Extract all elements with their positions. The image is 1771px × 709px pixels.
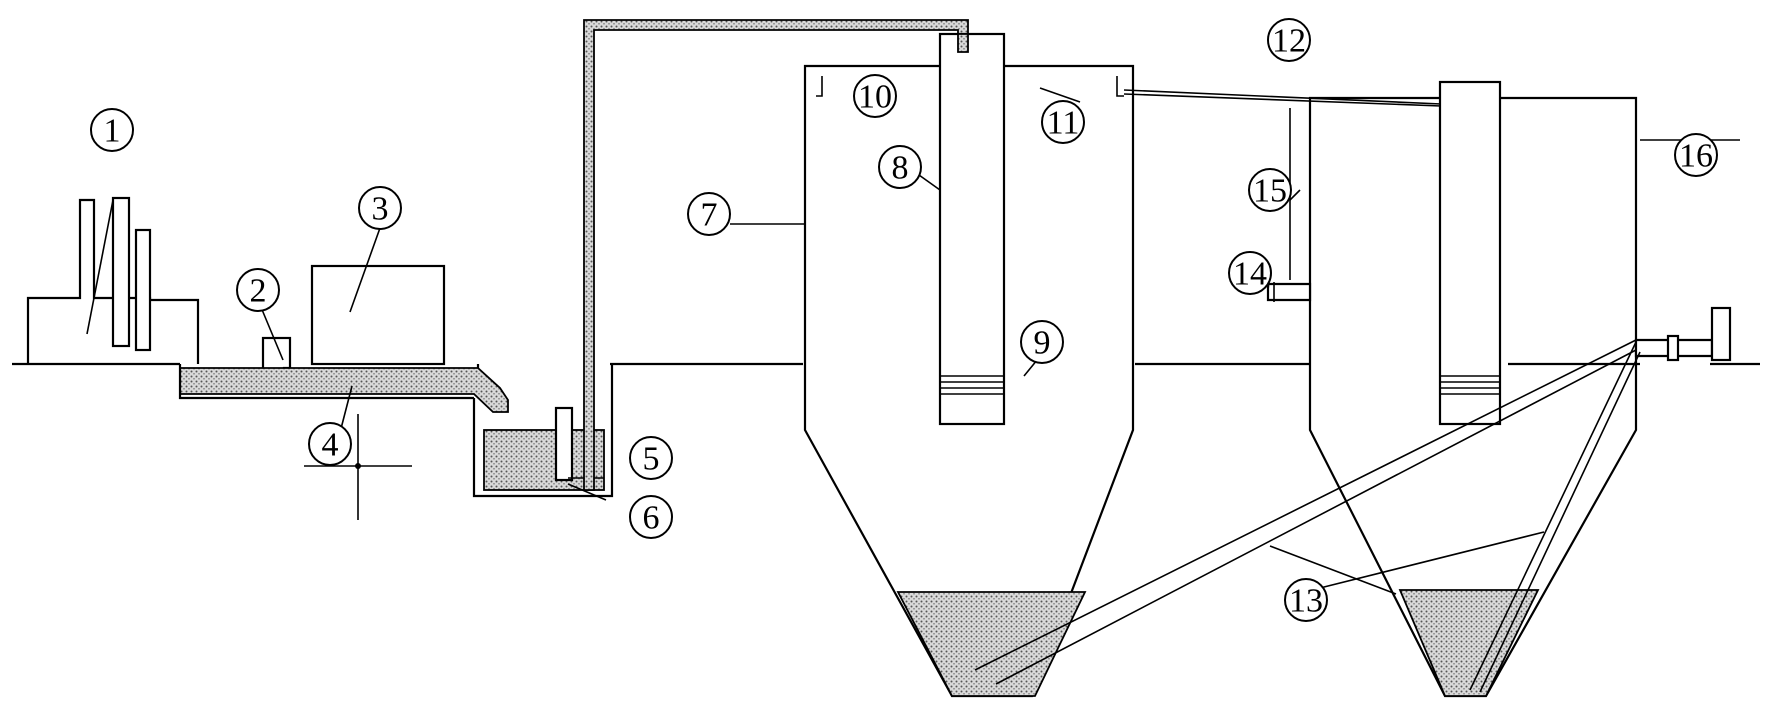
- label-7: 7: [687, 192, 731, 236]
- label-1: 1: [90, 108, 134, 152]
- valve-cross: [304, 385, 412, 520]
- label-13: 13: [1284, 578, 1328, 622]
- label-12: 12: [1267, 18, 1311, 62]
- label-11: 11: [1041, 100, 1085, 144]
- label-10: 10: [853, 74, 897, 118]
- svg-text:11: 11: [1047, 105, 1080, 142]
- svg-text:12: 12: [1272, 23, 1306, 60]
- svg-text:15: 15: [1253, 173, 1287, 210]
- label-6: 6: [629, 495, 673, 539]
- plant-building: [26, 196, 200, 364]
- label-4: 4: [308, 422, 352, 466]
- svg-text:5: 5: [643, 441, 660, 478]
- label-5: 5: [629, 436, 673, 480]
- label-15: 15: [1248, 168, 1292, 212]
- primary-tank: [730, 32, 1135, 698]
- svg-text:7: 7: [701, 197, 718, 234]
- svg-text:1: 1: [104, 113, 121, 150]
- label-8: 8: [878, 145, 922, 189]
- svg-text:16: 16: [1679, 138, 1713, 175]
- svg-text:3: 3: [372, 191, 389, 228]
- label-9: 9: [1020, 320, 1064, 364]
- sludge-return-pipes: [974, 339, 1641, 693]
- equipment-box: [310, 264, 446, 366]
- svg-text:10: 10: [858, 79, 892, 116]
- svg-text:13: 13: [1289, 583, 1323, 620]
- svg-text:6: 6: [643, 500, 660, 537]
- svg-text:14: 14: [1233, 256, 1267, 293]
- secondary-tank: [1266, 80, 1740, 698]
- label-2: 2: [236, 268, 280, 312]
- overflow-pipe: [1123, 89, 1442, 107]
- label-14: 14: [1228, 251, 1272, 295]
- inlet-channel: [178, 364, 614, 498]
- label-16: 16: [1674, 133, 1718, 177]
- svg-text:8: 8: [892, 150, 909, 187]
- svg-text:9: 9: [1034, 325, 1051, 362]
- svg-text:2: 2: [250, 273, 267, 310]
- svg-text:4: 4: [322, 427, 339, 464]
- label-3: 3: [358, 186, 402, 230]
- riser-pipe: [583, 19, 969, 491]
